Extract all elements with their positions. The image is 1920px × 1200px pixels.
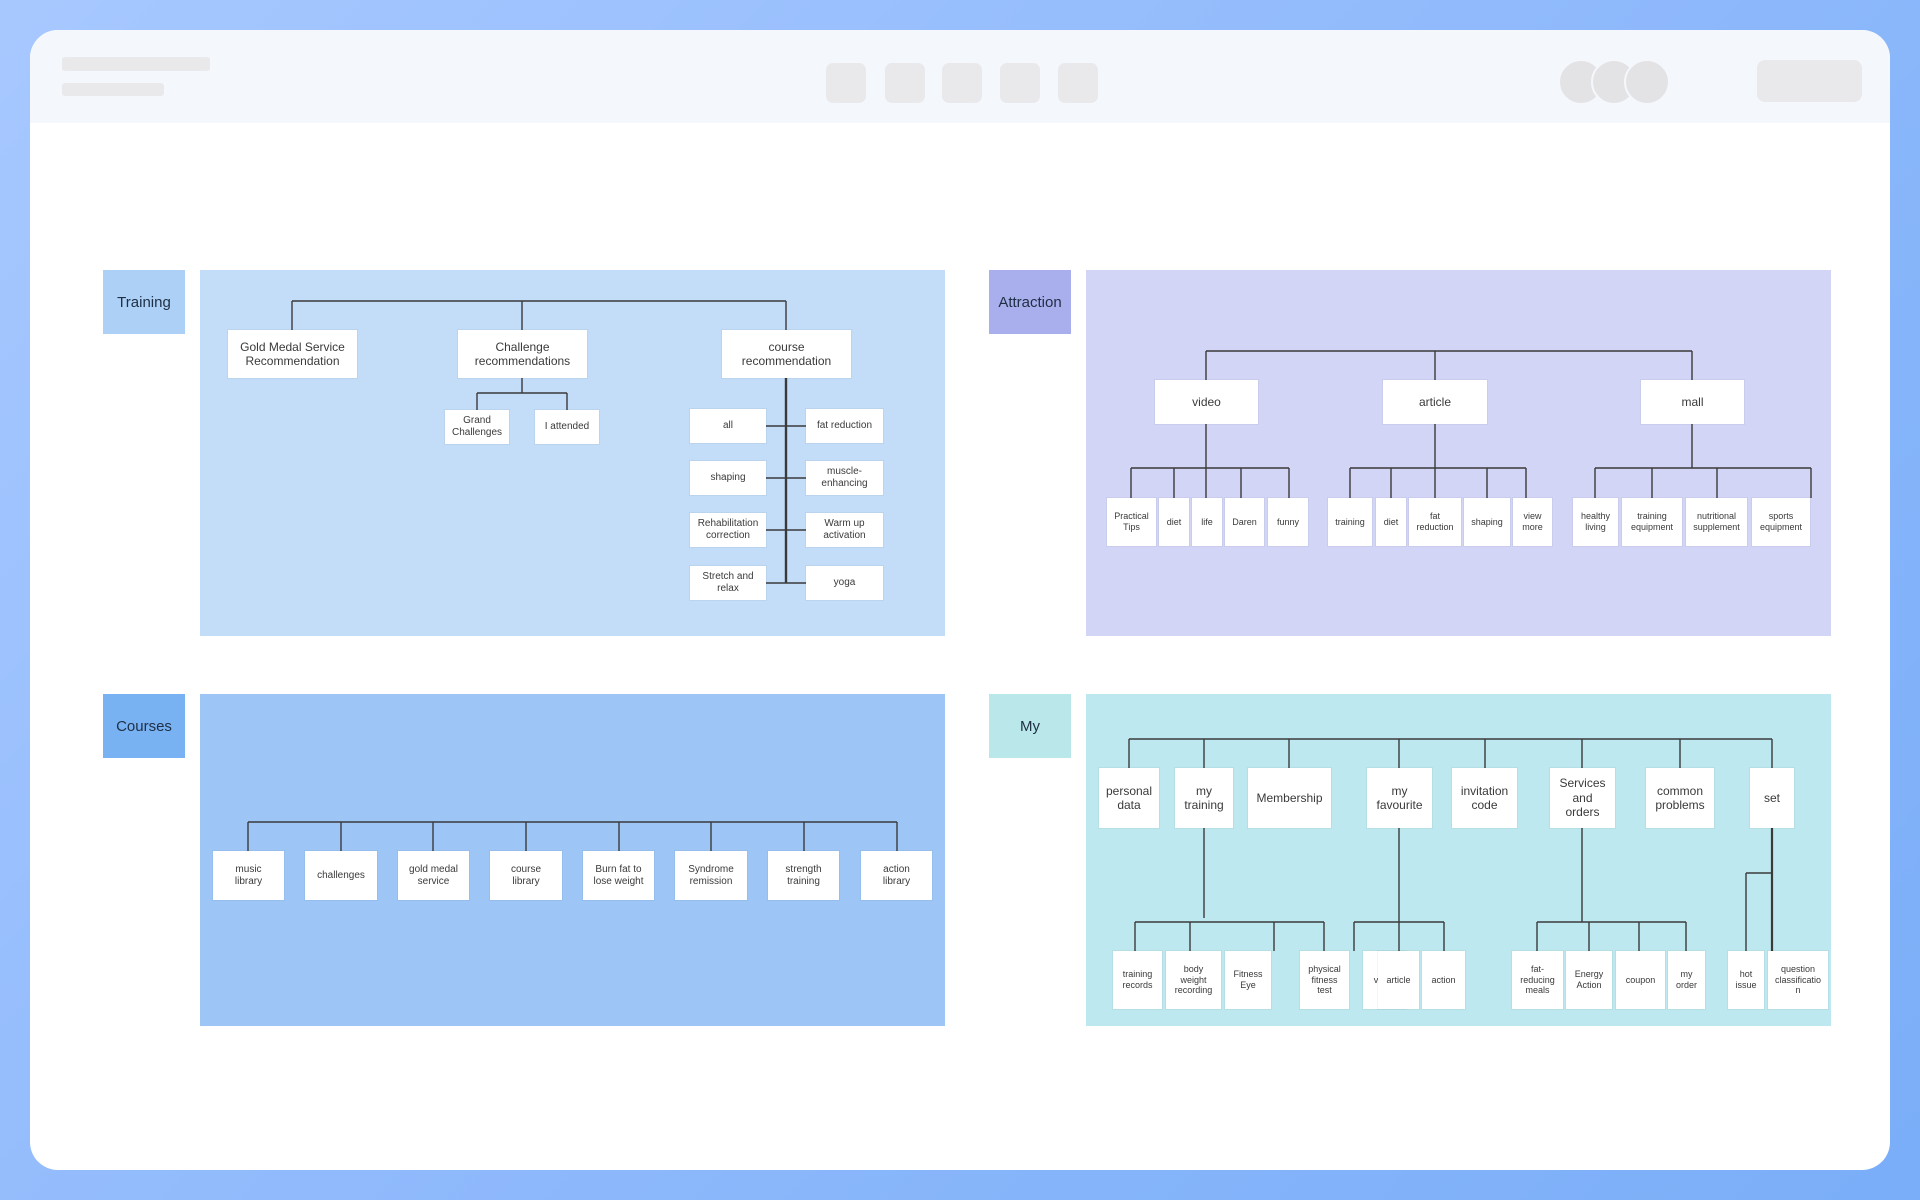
subtitle-placeholder bbox=[62, 83, 164, 96]
node-challenges: challenges bbox=[305, 851, 377, 900]
node-personal-data: personal data bbox=[1099, 768, 1159, 828]
training-panel: Gold Medal Service Recommendation Challe… bbox=[200, 270, 945, 636]
node-action-library: action library bbox=[861, 851, 932, 900]
node-article: article bbox=[1378, 951, 1419, 1009]
toolbar-button-1[interactable] bbox=[826, 63, 866, 103]
node-training-records: training records bbox=[1113, 951, 1162, 1009]
training-tag-label: Training bbox=[117, 293, 171, 311]
node-fat-reduction: fat reduction bbox=[806, 409, 883, 443]
node-yoga: yoga bbox=[806, 566, 883, 600]
toolbar-button-4[interactable] bbox=[1000, 63, 1040, 103]
node-action: action bbox=[1422, 951, 1465, 1009]
courses-tag-label: Courses bbox=[116, 717, 172, 735]
node-strength-training: strength training bbox=[768, 851, 839, 900]
node-question-classification: question classificatio n bbox=[1768, 951, 1828, 1009]
node-syndrome-remission: Syndrome remission bbox=[675, 851, 747, 900]
node-shaping: shaping bbox=[1464, 498, 1510, 546]
node-shaping: shaping bbox=[690, 461, 766, 495]
node-set: set bbox=[1750, 768, 1794, 828]
node-mall: mall bbox=[1641, 380, 1744, 424]
toolbar-button-5[interactable] bbox=[1058, 63, 1098, 103]
node-challenge-recommendations: Challenge recommendations bbox=[458, 330, 587, 378]
action-button[interactable] bbox=[1757, 60, 1862, 102]
node-coupon: coupon bbox=[1616, 951, 1665, 1009]
my-tag-label: My bbox=[1020, 717, 1040, 735]
node-my-order: my order bbox=[1668, 951, 1705, 1009]
node-course-library: course library bbox=[490, 851, 562, 900]
node-life: life bbox=[1192, 498, 1222, 546]
my-connectors bbox=[1128, 738, 1774, 951]
node-rehabilitation-correction: Rehabilitation correction bbox=[690, 513, 766, 547]
node-my-training: my training bbox=[1175, 768, 1233, 828]
node-physical-fitness-test: physical fitness test bbox=[1300, 951, 1349, 1009]
training-tag: Training bbox=[103, 270, 185, 334]
node-my-favourite: my favourite bbox=[1367, 768, 1432, 828]
attraction-tag: Attraction bbox=[989, 270, 1071, 334]
node-diet: diet bbox=[1159, 498, 1189, 546]
node-services-and-orders: Services and orders bbox=[1550, 768, 1615, 828]
attraction-tag-label: Attraction bbox=[998, 293, 1062, 311]
node-i-attended: I attended bbox=[535, 410, 599, 444]
my-panel: personal data my training Membership my … bbox=[1086, 694, 1831, 1026]
node-training-equipment: training equipment bbox=[1622, 498, 1682, 546]
node-healthy-living: healthy living bbox=[1573, 498, 1618, 546]
node-diet: diet bbox=[1376, 498, 1406, 546]
courses-tag: Courses bbox=[103, 694, 185, 758]
toolbar-button-2[interactable] bbox=[885, 63, 925, 103]
training-connectors bbox=[291, 300, 806, 584]
attraction-panel: video article mall Practical Tips diet l… bbox=[1086, 270, 1831, 636]
avatar[interactable] bbox=[1624, 59, 1670, 105]
node-invitation-code: invitation code bbox=[1452, 768, 1517, 828]
node-all: all bbox=[690, 409, 766, 443]
node-fat-reducing-meals: fat- reducing meals bbox=[1512, 951, 1563, 1009]
node-practical-tips: Practical Tips bbox=[1107, 498, 1156, 546]
node-daren: Daren bbox=[1225, 498, 1264, 546]
node-training: training bbox=[1328, 498, 1372, 546]
node-warm-up-activation: Warm up activation bbox=[806, 513, 883, 547]
courses-panel: music library challenges gold medal serv… bbox=[200, 694, 945, 1026]
node-view-more: view more bbox=[1513, 498, 1552, 546]
toolbar-button-3[interactable] bbox=[942, 63, 982, 103]
node-hot-issue: hot issue bbox=[1728, 951, 1764, 1009]
node-funny: funny bbox=[1268, 498, 1308, 546]
node-membership: Membership bbox=[1248, 768, 1331, 828]
title-placeholder bbox=[62, 57, 210, 71]
node-gold-medal-service-recommendation: Gold Medal Service Recommendation bbox=[228, 330, 357, 378]
node-sports-equipment: sports equipment bbox=[1752, 498, 1810, 546]
node-video: video bbox=[1155, 380, 1258, 424]
node-nutritional-supplement: nutritional supplement bbox=[1686, 498, 1747, 546]
node-course-recommendation: course recommendation bbox=[722, 330, 851, 378]
node-burn-fat-to-lose-weight: Burn fat to lose weight bbox=[583, 851, 654, 900]
node-article: article bbox=[1383, 380, 1487, 424]
top-bar bbox=[30, 30, 1890, 123]
node-body-weight-recording: body weight recording bbox=[1166, 951, 1221, 1009]
node-gold-medal-service: gold medal service bbox=[398, 851, 469, 900]
node-muscle-enhancing: muscle- enhancing bbox=[806, 461, 883, 495]
node-fat-reduction: fat reduction bbox=[1409, 498, 1461, 546]
node-fitness-eye: Fitness Eye bbox=[1225, 951, 1271, 1009]
node-stretch-and-relax: Stretch and relax bbox=[690, 566, 766, 600]
node-grand-challenges: Grand Challenges bbox=[445, 410, 509, 444]
my-tag: My bbox=[989, 694, 1071, 758]
node-music-library: music library bbox=[213, 851, 284, 900]
app-window: Training bbox=[30, 30, 1890, 1170]
node-energy-action: Energy Action bbox=[1566, 951, 1612, 1009]
courses-connectors bbox=[247, 821, 898, 851]
attraction-connectors bbox=[1130, 350, 1812, 498]
node-common-problems: common problems bbox=[1646, 768, 1714, 828]
